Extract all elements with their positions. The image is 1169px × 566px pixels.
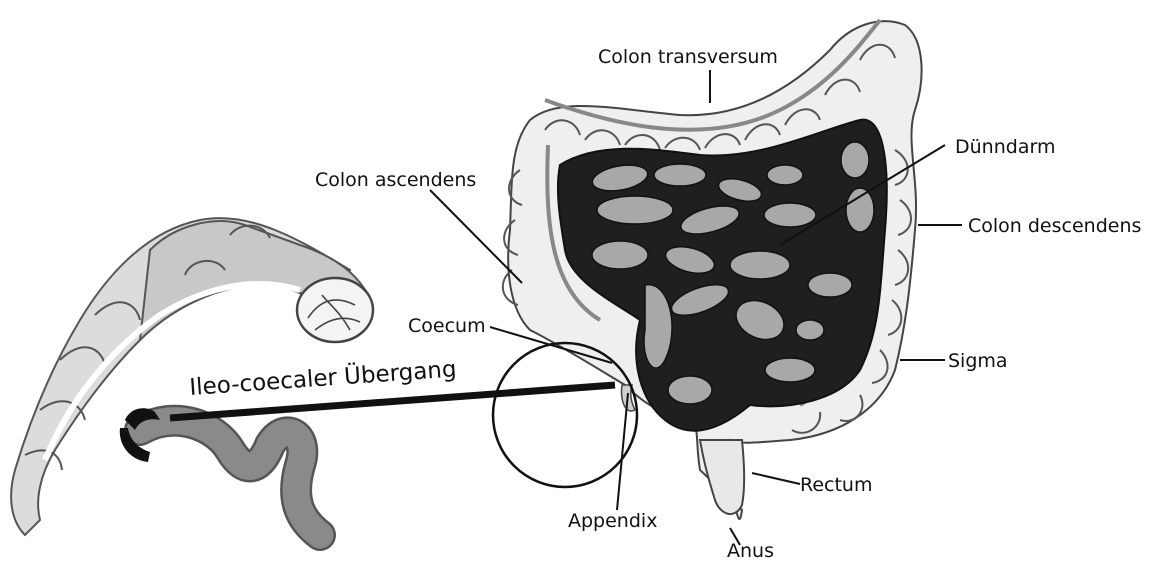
- label-coecum: Coecum: [408, 315, 486, 337]
- label-ileo-coecaler: Ileo-coecaler Übergang: [188, 354, 457, 401]
- label-appendix: Appendix: [568, 510, 657, 532]
- leader-colon-ascendens: [430, 190, 522, 283]
- label-sigma: Sigma: [948, 350, 1008, 372]
- label-colon-transversum: Colon transversum: [598, 46, 778, 68]
- label-duenndarm: Dünndarm: [955, 136, 1055, 158]
- magnifier-circle: [493, 343, 637, 487]
- label-rectum: Rectum: [800, 474, 872, 496]
- label-colon-ascendens: Colon ascendens: [315, 169, 476, 191]
- label-anus: Anus: [727, 540, 774, 561]
- label-colon-descendens: Colon descendens: [968, 215, 1141, 237]
- leader-rectum: [752, 473, 800, 484]
- detail-ileum-fill: [140, 421, 320, 535]
- digestive-tract-illustration: [503, 20, 922, 519]
